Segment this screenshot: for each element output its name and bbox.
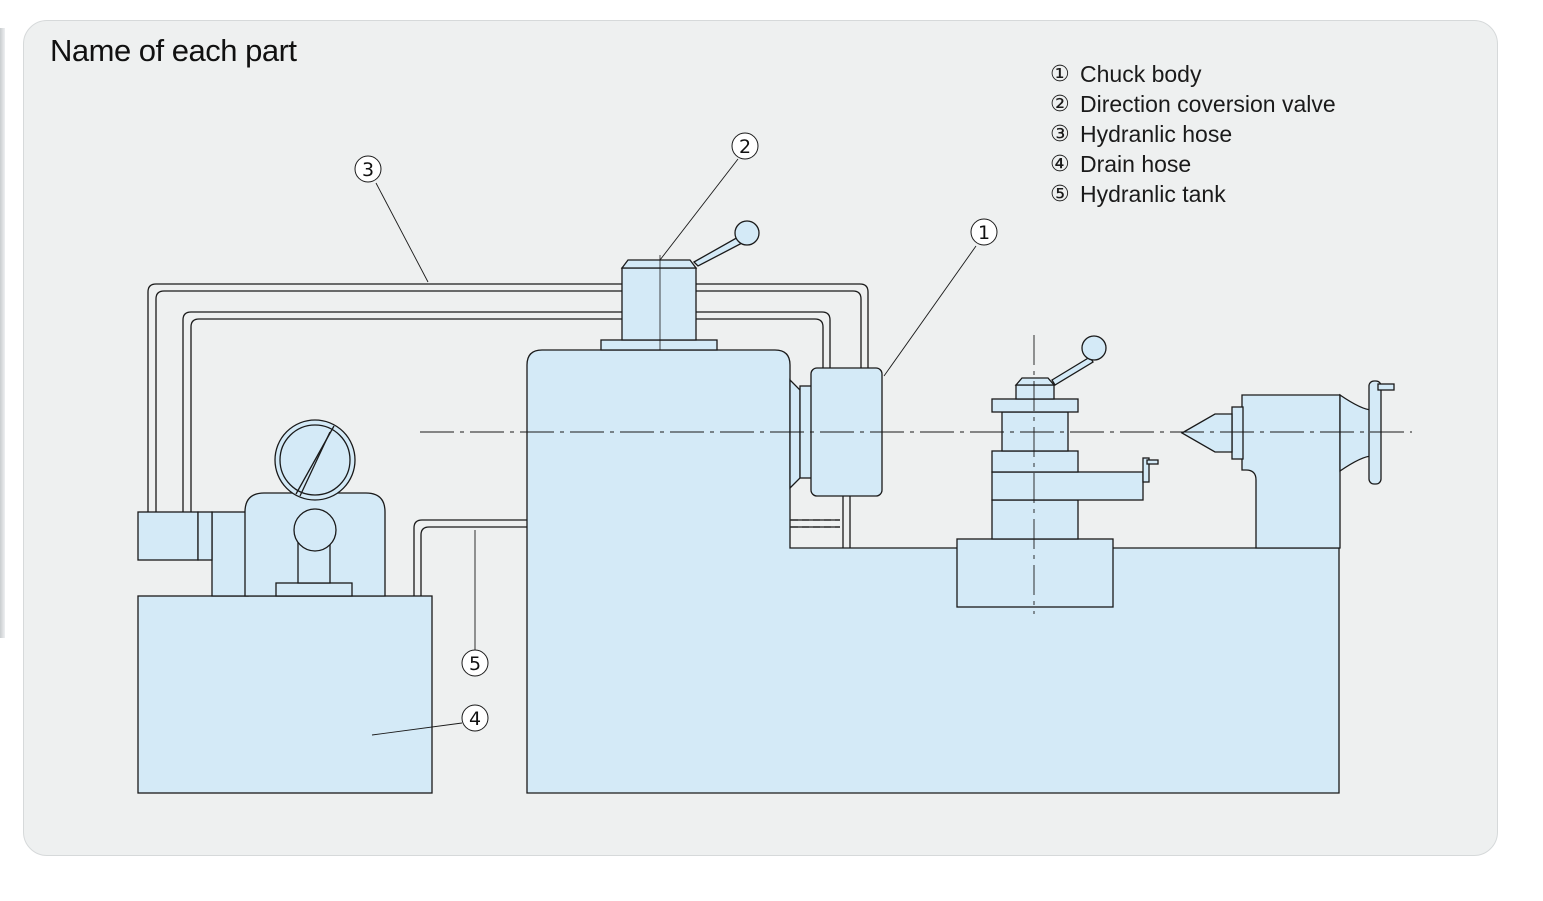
callout-4: 4 [461, 704, 489, 732]
pump-motor [211, 492, 386, 597]
leader-lines [371, 158, 977, 736]
hydraulic-hose [147, 283, 869, 512]
svg-text:4: 4 [469, 708, 481, 730]
window-edge [0, 28, 5, 638]
lathe-bed [526, 349, 1340, 794]
svg-text:2: 2 [739, 136, 751, 158]
callout-1: 1 [970, 218, 998, 246]
callout-3: 3 [354, 155, 382, 183]
tailstock [1180, 380, 1395, 549]
callout-2: 2 [731, 132, 759, 160]
direction-conversion-valve [600, 220, 760, 351]
hydraulic-tank [137, 595, 433, 794]
svg-text:1: 1 [978, 222, 990, 244]
pressure-gauge [274, 419, 356, 501]
pump-block [137, 511, 213, 561]
diagram-title: Name of each part [50, 33, 297, 68]
tool-post [956, 335, 1159, 608]
centerlines [420, 335, 1412, 614]
callout-5: 5 [461, 649, 489, 677]
svg-text:3: 3 [362, 159, 374, 181]
svg-text:5: 5 [469, 653, 481, 675]
